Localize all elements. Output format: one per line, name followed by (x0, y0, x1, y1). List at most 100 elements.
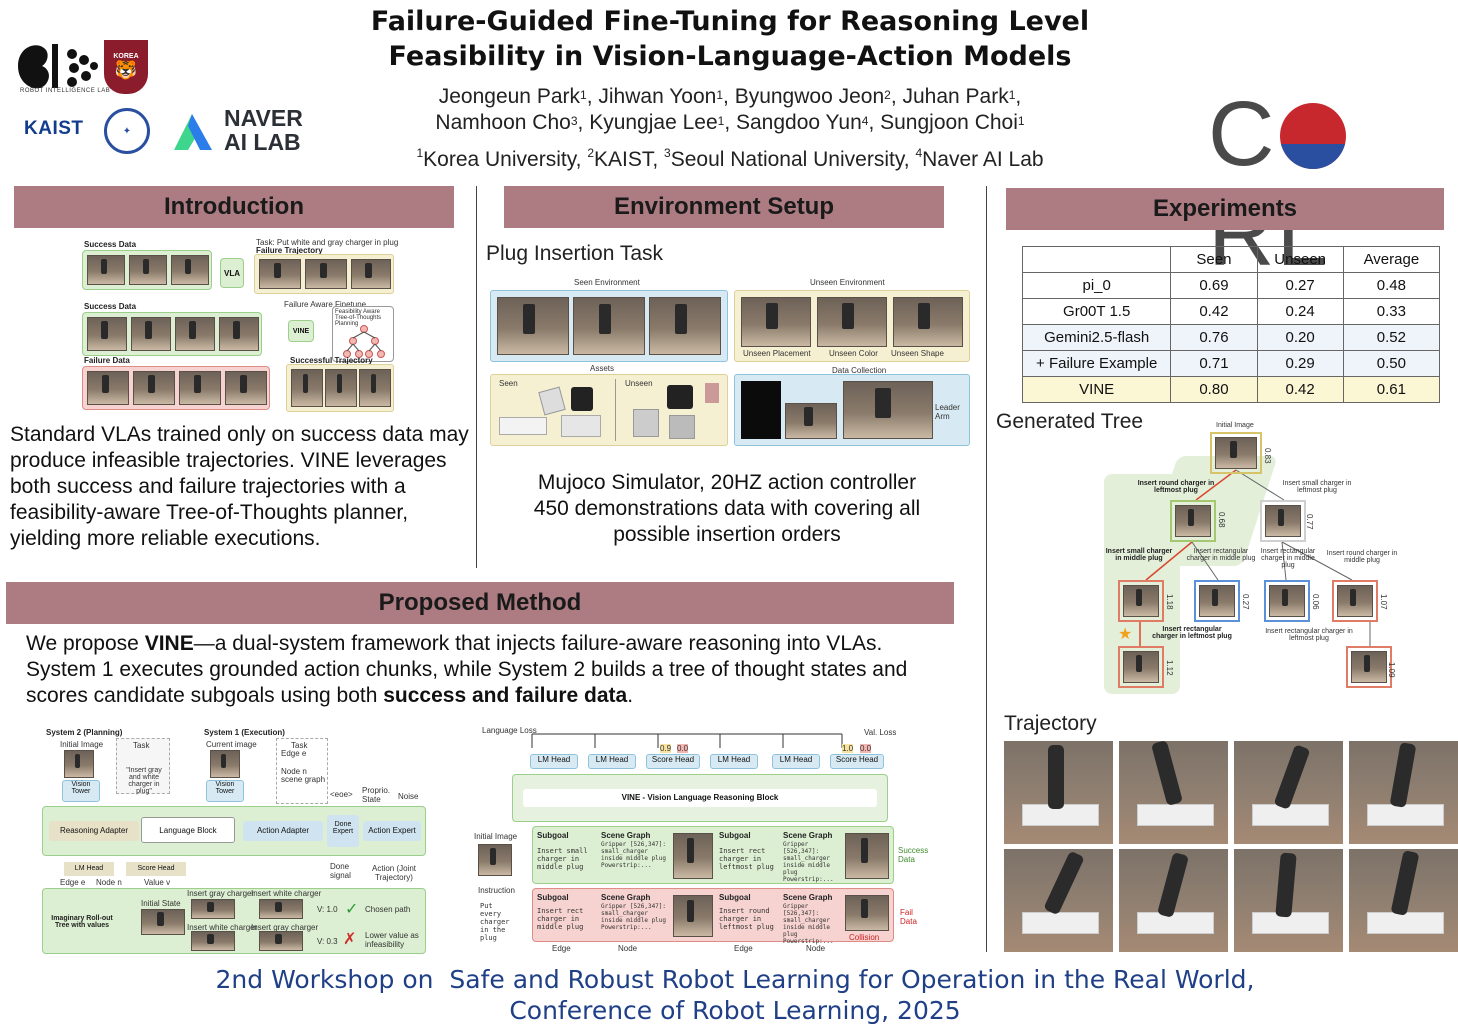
corl-o-emblem (1280, 103, 1347, 169)
intro-successful-traj-label: Successful Trajectory (290, 356, 373, 365)
naver-ai-lab-logo: NAVER AI LAB (224, 105, 303, 155)
korea-university-logo: KOREA🐯 (104, 40, 148, 94)
trajectory-frame (1119, 849, 1228, 952)
env-unseen-panel: Unseen Placement Unseen Color Unseen Sha… (734, 290, 970, 362)
env-assets-label: Assets (590, 364, 615, 373)
check-icon: ✓ (345, 901, 359, 918)
ril-logo (18, 44, 98, 89)
affiliation: 1Korea University, (416, 146, 588, 171)
env-seen-panel (490, 290, 728, 362)
section-header-proposed-method: Proposed Method (6, 582, 954, 624)
affiliation: 4Naver AI Lab (915, 146, 1044, 171)
method-vine-block: VINE - Vision Language Reasoning Block (512, 774, 888, 822)
env-line-1: Mujoco Simulator, 20HZ action controller (537, 471, 917, 494)
intro-paragraph: Standard VLAs trained only on success da… (10, 423, 469, 550)
tree-node-l2a (1118, 580, 1164, 622)
env-subtitle: Plug Insertion Task (486, 242, 664, 265)
poster-title: Failure-Guided Fine-Tuning for Reasoning… (330, 4, 1130, 74)
tree-node-l2b (1194, 580, 1240, 622)
env-line-2: 450 demonstrations data with covering al… (533, 497, 921, 546)
star-icon: ★ (1118, 626, 1133, 643)
intro-successful-traj-panel (286, 364, 394, 412)
tree-node-l2c (1264, 580, 1310, 622)
method-heads-row: LM Head LM Head Score Head LM Head LM He… (530, 754, 890, 770)
method-paragraph: We propose VINE—a dual-system framework … (26, 632, 908, 707)
intro-success-panel-2 (82, 312, 262, 356)
author-list: Jeongeun Park1, Jihwan Yoon1, Byungwoo J… (380, 84, 1080, 136)
column-divider (986, 186, 987, 952)
method-rollout-tree: Imaginary Roll-out Tree with values Init… (42, 888, 426, 954)
trajectory-frame (1119, 740, 1228, 844)
method-task-card-2: Task Edge e Node n scene graph (276, 738, 328, 804)
method-bold-phrase: success and failure data (383, 684, 628, 707)
footer-line-2: Conference of Robot Learning, 2025 (509, 996, 961, 1025)
affiliation-list: 1Korea University, 2KAIST, 3Seoul Nation… (380, 146, 1080, 172)
author: Juhan Park1, (902, 85, 1022, 108)
tree-edges (1139, 469, 1371, 646)
section-header-experiments: Experiments (1006, 188, 1444, 230)
author: Namhoon Cho3, (435, 111, 590, 134)
intro-tot-panel: Feasibility Aware Tree-of-Thoughts Plann… (332, 306, 394, 362)
trajectory-frame (1004, 849, 1113, 952)
intro-figure: Success Data Task: Put white and gray ch… (80, 236, 398, 414)
intro-success-data-label-2: Success Data (84, 302, 137, 311)
trajectory-frame (1234, 849, 1343, 952)
footer-line-1: 2nd Workshop on Safe and Robust Robot Le… (215, 965, 1255, 994)
affiliation: 3Seoul National University, (664, 146, 916, 171)
author: Sangdoo Yun4, (736, 111, 881, 134)
intro-failure-traj-panel (254, 254, 394, 294)
naver-ai-lab-mark (174, 114, 212, 150)
vision-tower-box: Vision Tower (62, 780, 100, 802)
affiliation: 2KAIST, (587, 146, 665, 171)
intro-tot-tree-icon (343, 325, 385, 358)
method-backbone-block: Reasoning Adapter Language Block Action … (42, 806, 426, 856)
env-data-collection-label: Data Collection (832, 366, 887, 375)
intro-failure-traj-label: Failure Trajectory (256, 246, 323, 255)
trajectory-frame (1349, 741, 1458, 844)
kaist-logo: KAIST (24, 118, 84, 139)
intro-vine-box: VINE (288, 320, 314, 342)
section-header-environment-setup: Environment Setup (504, 186, 944, 228)
snu-logo: ✦ (104, 108, 150, 154)
column-divider (476, 186, 477, 568)
author: Byungwoo Jeon2, (734, 85, 903, 108)
method-figure-left: System 2 (Planning) System 1 (Execution)… (40, 726, 432, 956)
intro-vla-box: VLA (220, 258, 244, 288)
trajectory-frame (1349, 849, 1458, 952)
footer: 2nd Workshop on Safe and Robust Robot Le… (130, 964, 1340, 1026)
table-header-row: Seen Unseen Average (1021, 246, 1441, 273)
method-figure-right: Language Loss Val. Loss 0.9 0.0 1.0 0.0 … (472, 722, 928, 956)
method-success-row: Subgoal Insert small charger in middle p… (532, 826, 894, 884)
intro-failure-data-label: Failure Data (84, 356, 130, 365)
tree-node-l3a (1118, 646, 1164, 688)
method-vine-term: VINE (144, 632, 194, 655)
method-fail-row: Subgoal Insert rect charger in middle pl… (532, 888, 894, 945)
author: Jihwan Yoon1, (598, 85, 735, 108)
intro-faft-label: Failure Aware Finetune (284, 300, 367, 309)
generated-tree-figure: Initial Image 0.83 Insert round charger … (1100, 420, 1400, 700)
env-data-collection-panel: Leader Arm (734, 374, 970, 446)
trajectory-frame (1234, 741, 1343, 844)
method-fail-data-label: Fail Data (900, 908, 917, 926)
tree-node-l2d (1332, 580, 1378, 622)
trajectory-frame (1004, 741, 1113, 844)
author: Jeongeun Park1, (438, 85, 599, 108)
title-line-1: Failure-Guided Fine-Tuning for Reasoning… (370, 6, 1090, 37)
author: Kyungjae Lee1, (589, 111, 736, 134)
tree-node-l1b (1260, 500, 1306, 542)
env-unseen-env-label: Unseen Environment (810, 278, 885, 287)
ril-logo-text: ROBOT INTELLIGENCE LAB (20, 88, 111, 94)
vision-tower-box-2: Vision Tower (206, 780, 244, 802)
env-assets-panel: Seen Unseen (490, 374, 728, 446)
intro-failure-panel (82, 366, 270, 410)
trajectory-grid (1004, 740, 1458, 952)
intro-success-panel (82, 250, 212, 290)
trajectory-title: Trajectory (1004, 712, 1097, 735)
author: Sungjoon Choi1 (880, 111, 1025, 134)
intro-success-data-label: Success Data (84, 240, 137, 249)
